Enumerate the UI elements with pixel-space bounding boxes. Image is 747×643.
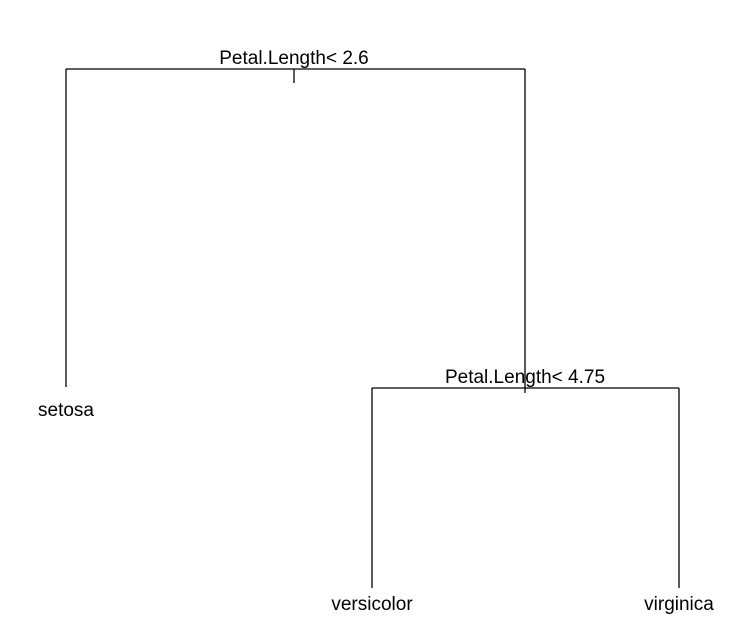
root-split-label: Petal.Length< 2.6 (219, 48, 369, 69)
leaf-label-versicolor: versicolor (331, 594, 413, 615)
leaf-label-virginica: virginica (644, 594, 714, 615)
leaf-label-setosa: setosa (38, 400, 94, 421)
inner-split-label: Petal.Length< 4.75 (445, 367, 605, 388)
